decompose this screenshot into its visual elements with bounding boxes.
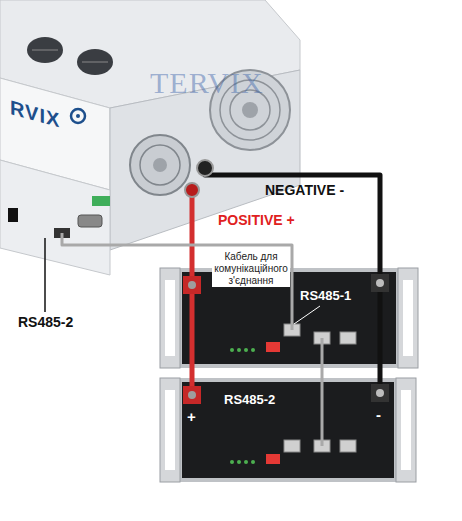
cable-stub — [291, 268, 294, 330]
handle-slot — [403, 280, 413, 356]
fan-hub — [242, 102, 258, 118]
cable-stub — [205, 170, 300, 175]
fan — [130, 135, 190, 195]
cable-label: NEGATIVE - — [265, 182, 344, 198]
leader-line — [294, 306, 320, 324]
db9-port — [78, 215, 102, 227]
battery-handle — [160, 378, 180, 482]
rj45-port — [340, 332, 356, 344]
terminal — [371, 384, 389, 402]
vent-slot — [82, 62, 108, 63]
status-led — [230, 348, 234, 352]
terminal — [371, 274, 389, 292]
cable-stub — [190, 190, 195, 240]
logo-mark — [76, 114, 80, 118]
terminal — [185, 183, 199, 197]
cable — [190, 240, 195, 268]
rj45-port — [314, 440, 330, 452]
cable-stub — [321, 378, 324, 446]
node-text: RS485-1 — [300, 288, 351, 303]
handle-slot — [401, 390, 411, 470]
terminal-block — [92, 196, 110, 206]
terminal-bolt — [188, 281, 196, 289]
signal-name: RS485-2 — [224, 392, 275, 407]
power-switch — [8, 208, 18, 222]
cable-stub — [378, 268, 383, 368]
status-led — [237, 460, 241, 464]
cable-stub — [190, 268, 195, 368]
fan-hub — [153, 158, 167, 172]
status-led — [230, 460, 234, 464]
rj45-port — [284, 324, 300, 336]
battery-handle — [160, 268, 180, 368]
terminal-bolt — [376, 389, 384, 397]
cable — [190, 368, 195, 378]
node-text: RVIX — [10, 96, 60, 132]
node-text: - — [376, 406, 381, 423]
terminal — [183, 386, 201, 404]
watermark: TERVIX — [150, 66, 264, 100]
rj45-port — [284, 440, 300, 452]
handle-slot — [165, 390, 175, 470]
handle-slot — [165, 280, 175, 356]
terminal-bolt — [188, 391, 196, 399]
cable-stub — [61, 233, 64, 240]
battery-handle — [396, 378, 416, 482]
leader-line — [44, 238, 46, 312]
terminal — [183, 276, 201, 294]
rs485-port — [54, 228, 70, 238]
dip-switch — [266, 454, 280, 464]
fan-grill — [140, 145, 180, 185]
inverter-vent — [77, 49, 113, 75]
cable-label: Кабель для комунікаційного з'єднання — [212, 251, 290, 287]
cable-label: POSITIVE + — [218, 212, 295, 228]
rj45-port — [340, 440, 356, 452]
node-text: + — [187, 408, 196, 425]
terminal-bolt — [376, 279, 384, 287]
terminal — [197, 160, 213, 176]
inverter-vent — [27, 37, 63, 63]
status-led — [251, 348, 255, 352]
status-led — [251, 460, 255, 464]
battery-handle — [398, 268, 418, 368]
cable-stub — [190, 378, 195, 395]
status-led — [237, 348, 241, 352]
rj45-port — [314, 332, 330, 344]
status-led — [244, 348, 248, 352]
logo-mark — [71, 109, 85, 123]
dip-switch — [266, 342, 280, 352]
cable — [378, 368, 383, 378]
status-led — [244, 460, 248, 464]
vent-slot — [32, 50, 58, 51]
battery-face — [182, 382, 394, 478]
battery-module: +- — [160, 378, 416, 482]
signal-name: RS485-2 — [18, 314, 73, 330]
inverter-unit: RVIX — [0, 0, 300, 240]
battery-frame — [160, 378, 416, 482]
cable-stub — [378, 378, 383, 393]
cable — [321, 368, 324, 378]
cable-stub — [321, 338, 324, 368]
inverter-port-panel — [0, 160, 110, 275]
